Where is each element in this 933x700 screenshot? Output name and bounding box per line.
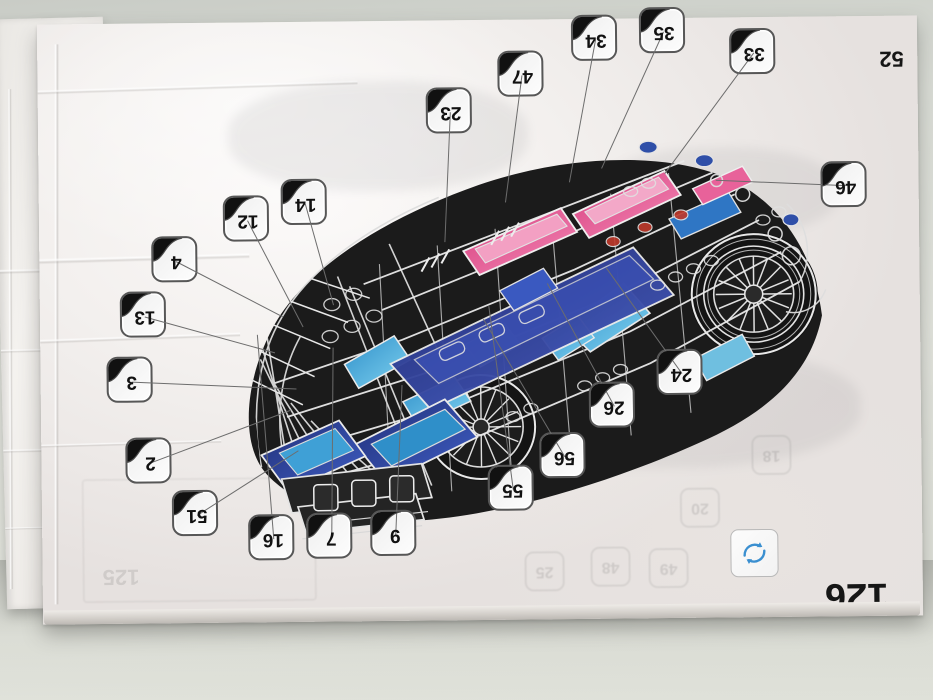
callout-badge-12[interactable]: 12 — [222, 195, 270, 242]
callout-badge-46[interactable]: 46 — [820, 160, 867, 208]
callout-badge-24[interactable]: 24 — [656, 348, 703, 396]
callout-badge-number: 46 — [834, 176, 857, 198]
callout-badge-number: 24 — [670, 363, 693, 386]
callout-badge-47[interactable]: 47 — [497, 50, 544, 97]
callout-badge-14[interactable]: 14 — [280, 178, 327, 226]
callout-badge-16[interactable]: 16 — [248, 513, 295, 561]
callout-badge-33[interactable]: 33 — [728, 27, 776, 75]
callout-badge-2[interactable]: 2 — [125, 437, 172, 484]
callout-badge-35[interactable]: 35 — [638, 6, 686, 54]
callout-badge-13[interactable]: 13 — [119, 291, 167, 338]
callout-badge-number: 12 — [237, 210, 259, 232]
car-chassis-artwork — [248, 140, 827, 540]
callout-badge-51[interactable]: 51 — [171, 489, 219, 537]
callout-badge-number: 9 — [389, 524, 401, 546]
callout-badge-number: 2 — [145, 452, 156, 474]
callout-badge-56[interactable]: 56 — [539, 431, 586, 479]
callout-badge-number: 55 — [502, 479, 524, 501]
callout-badge-number: 4 — [170, 251, 182, 273]
callout-badge-7[interactable]: 7 — [306, 512, 353, 559]
callout-badge-34[interactable]: 34 — [570, 14, 618, 62]
callout-badge-number: 26 — [603, 396, 625, 418]
callout-badge-number: 47 — [511, 65, 534, 87]
callout-badge-3[interactable]: 3 — [106, 356, 153, 403]
callout-badge-number: 3 — [126, 371, 138, 393]
instruction-page: 18 20 25 48 49 125 — [36, 6, 924, 625]
callout-badge-number: 34 — [585, 29, 607, 51]
callout-badge-number: 51 — [186, 504, 208, 527]
callout-badge-number: 23 — [440, 102, 462, 124]
callout-badge-26[interactable]: 26 — [588, 381, 636, 428]
callout-badge-number: 14 — [295, 193, 317, 215]
page-number-top-corner: 52 — [879, 46, 904, 72]
callout-badge-number: 56 — [553, 447, 576, 469]
callout-badge-number: 13 — [134, 306, 156, 328]
callout-badge-number: 7 — [325, 527, 337, 549]
callout-badge-9[interactable]: 9 — [369, 509, 417, 557]
callout-badge-number: 16 — [262, 529, 284, 551]
callout-badge-23[interactable]: 23 — [425, 87, 473, 134]
callout-badge-4[interactable]: 4 — [151, 235, 198, 283]
callout-badge-number: 33 — [743, 43, 765, 65]
callout-badge-55[interactable]: 55 — [487, 464, 534, 511]
pink-parts — [461, 165, 754, 277]
rotate-model-icon[interactable] — [730, 528, 779, 578]
rotate-arrows-icon — [743, 542, 766, 564]
callout-badge-number: 35 — [653, 21, 675, 44]
